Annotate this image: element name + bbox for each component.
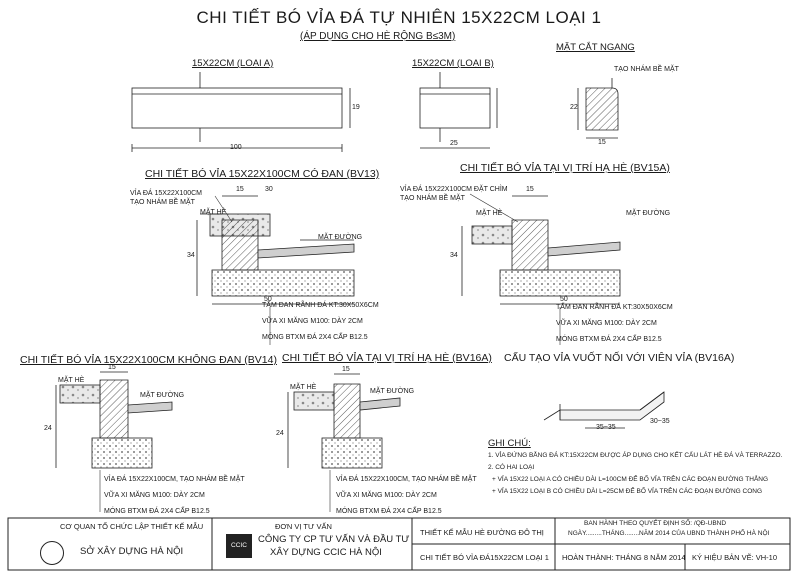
tb-completed: HOÀN THÀNH: THÁNG 8 NĂM 2014	[562, 553, 686, 562]
bv15a-curb-stone: VỈA ĐÁ 15X22X100CM ĐẶT CHÌM	[400, 186, 508, 193]
label-cross-section: MẶT CẮT NGANG	[556, 42, 635, 53]
label-type-a: 15X22CM (LOẠI A)	[192, 58, 274, 69]
tb-issued: BAN HÀNH THEO QUYẾT ĐỊNH SỐ: /QĐ-UBND	[584, 520, 727, 527]
detail-bv14	[55, 371, 173, 469]
bv13-dim-50: 50	[264, 296, 272, 303]
drawing-title: CHI TIẾT BÓ VỈA ĐÁ TỰ NHIÊN 15X22CM LOẠI…	[196, 8, 602, 27]
dim-height-a: 19	[352, 104, 360, 111]
tb-issued-date: NGÀY.........THÁNG........NĂM 2014 CỦA U…	[568, 530, 770, 537]
title-bv15a: CHI TIẾT BÓ VỈA TẠI VỊ TRÍ HẠ HÈ (BV15A)	[460, 162, 670, 174]
curb-cross-section	[577, 78, 619, 139]
ramp-dim-width: 30~35	[650, 418, 670, 425]
bv16a-road: MẶT ĐƯỜNG	[370, 388, 415, 395]
dim-width-section: 15	[598, 139, 606, 146]
bv16a-sidewalk: MẶT HÈ	[290, 384, 317, 391]
dim-height-section: 22	[570, 104, 578, 111]
title-ramp: CẤU TẠO VỈA VUỐT NỐI VỚI VIÊN VỈA (BV16A…	[504, 352, 735, 364]
bv13-dim-34: 34	[187, 252, 195, 259]
note-2b: + VỈA 15X22 LOẠI B CÓ CHIỀU DÀI L=25CM Đ…	[492, 488, 762, 495]
bv16a-curb-rough: VỈA ĐÁ 15X22X100CM, TẠO NHÁM BỀ MẶT	[336, 476, 477, 483]
bv13-curb-stone: VỈA ĐÁ 15X22X100CM	[130, 190, 202, 197]
tb-consult-line2: XÂY DỰNG CCIC HÀ NỘI	[270, 547, 382, 558]
bv15a-sidewalk: MẶT HÈ	[476, 210, 503, 217]
detail-bv13	[196, 195, 355, 305]
dim-length-a: 100	[230, 144, 242, 151]
bv13-sidewalk: MẶT HÈ	[200, 209, 227, 216]
bv13-footing: MÓNG BTXM ĐÁ 2X4 CẤP B12.5	[262, 334, 368, 341]
bv15a-rough: TẠO NHÁM BỀ MẶT	[400, 195, 465, 202]
bv14-road: MẶT ĐƯỜNG	[140, 392, 185, 399]
tb-org: SỞ XÂY DỰNG HÀ NỘI	[80, 546, 184, 557]
bv16a-mortar: VỮA XI MĂNG M100: DÀY 2CM	[336, 492, 437, 499]
bv16a-dim-15: 15	[342, 366, 350, 373]
bv13-rough: TẠO NHÁM BỀ MẶT	[130, 199, 195, 206]
ramp-dim: 35~35	[596, 424, 616, 431]
tb-consult-line1: CÔNG TY CP TƯ VẤN VÀ ĐẦU TƯ	[258, 534, 410, 545]
emblem-icon	[40, 541, 64, 565]
curb-type-b-elevation	[419, 72, 498, 149]
ccic-logo-icon: CCIC	[226, 534, 252, 558]
tb-code: KÝ HIỆU BẢN VẼ: VH-10	[692, 553, 778, 562]
bv15a-dim-34: 34	[450, 252, 458, 259]
bv13-gutter-slab: TẤM ĐAN RÃNH ĐÁ KT:30X50X6CM	[262, 302, 379, 309]
drawing-subtitle: (ÁP DỤNG CHO HÈ RỘNG B≤3M)	[300, 31, 456, 42]
bv16a-footing: MÓNG BTXM ĐÁ 2X4 CẤP B12.5	[336, 508, 442, 515]
title-bv16a: CHI TIẾT BÓ VỈA TẠI VỊ TRÍ HẠ HÈ (BV16A)	[282, 352, 492, 364]
leader-lines	[99, 193, 561, 512]
detail-bv15a	[461, 195, 621, 305]
bv14-curb-rough: VỈA ĐÁ 15X22X100CM, TẠO NHÁM BỀ MẶT	[104, 476, 245, 483]
bv16a-dim-24: 24	[276, 430, 284, 437]
detail-ramp	[543, 391, 665, 429]
bv14-dim-24: 24	[44, 425, 52, 432]
bv15a-road: MẶT ĐƯỜNG	[626, 210, 671, 217]
detail-bv16a	[287, 373, 401, 469]
tb-org-head: CƠ QUAN TỔ CHỨC LẬP THIẾT KẾ MẪU	[60, 522, 204, 531]
bv15a-dim-15: 15	[526, 186, 534, 193]
bv13-dim-30: 30	[265, 186, 273, 193]
title-bv13: CHI TIẾT BÓ VỈA 15X22X100CM CÓ ĐAN (BV13…	[145, 168, 380, 180]
bv15a-footing: MÓNG BTXM ĐÁ 2X4 CẤP B12.5	[556, 336, 662, 343]
tb-drawing: CHI TIẾT BÓ VỈA ĐÁ15X22CM LOẠI 1	[420, 553, 549, 562]
notes-heading: GHI CHÚ:	[488, 438, 531, 449]
bv15a-gutter-slab: TẤM ĐAN RÃNH ĐÁ KT:30X50X6CM	[556, 304, 673, 311]
bv13-mortar: VỮA XI MĂNG M100: DÀY 2CM	[262, 318, 363, 325]
tb-design: THIẾT KẾ MẪU HÈ ĐƯỜNG ĐÔ THỊ	[420, 528, 544, 537]
bv14-sidewalk: MẶT HÈ	[58, 377, 85, 384]
tb-consult-head: ĐƠN VỊ TƯ VẤN	[275, 522, 332, 531]
bv14-dim-15: 15	[108, 364, 116, 371]
bv14-mortar: VỮA XI MĂNG M100: DÀY 2CM	[104, 492, 205, 499]
bv13-road: MẶT ĐƯỜNG	[318, 234, 363, 241]
label-rough-surface-section: TẠO NHÁM BỀ MẶT	[614, 66, 679, 73]
label-type-b: 15X22CM (LOẠI B)	[412, 58, 494, 69]
dim-length-b: 25	[450, 140, 458, 147]
curb-type-a-elevation	[131, 72, 351, 152]
title-block-grid	[7, 517, 791, 571]
bv14-footing: MÓNG BTXM ĐÁ 2X4 CẤP B12.5	[104, 508, 210, 515]
note-1: 1. VỈA ĐỨNG BẰNG ĐÁ KT:15X22CM ĐƯỢC ÁP D…	[488, 452, 783, 459]
note-2: 2. CÓ HAI LOẠI	[488, 464, 535, 471]
title-bv14: CHI TIẾT BÓ VỈA 15X22X100CM KHÔNG ĐAN (B…	[20, 354, 277, 366]
bv13-dim-15: 15	[236, 186, 244, 193]
bv15a-mortar: VỮA XI MĂNG M100: DÀY 2CM	[556, 320, 657, 327]
note-2a: + VỈA 15X22 LOẠI A CÓ CHIỀU DÀI L=100CM …	[492, 476, 769, 483]
bv15a-dim-50: 50	[560, 296, 568, 303]
